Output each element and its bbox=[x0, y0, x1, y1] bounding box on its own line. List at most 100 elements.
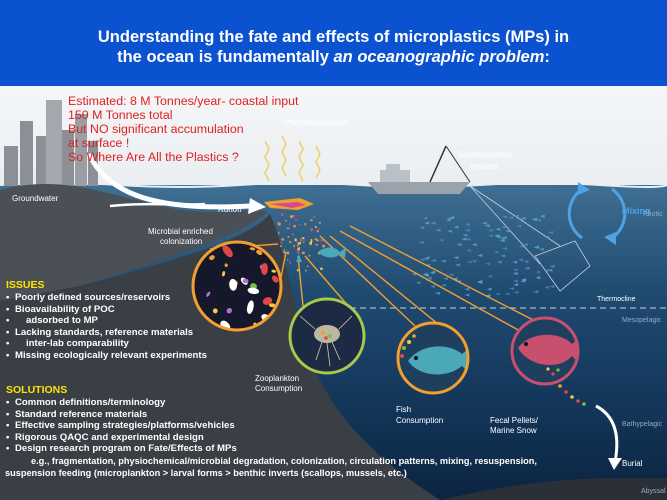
plastic-particle bbox=[296, 240, 298, 244]
plastic-particle bbox=[302, 239, 306, 241]
socioeconomic-label: Socioeconomic bbox=[458, 150, 513, 159]
callout-line: 150 M Tonnes total bbox=[68, 108, 173, 122]
sunlight-rays bbox=[264, 135, 321, 182]
schooling-fish bbox=[500, 254, 506, 258]
plastic-particle bbox=[278, 231, 280, 235]
schooling-fish bbox=[533, 245, 539, 249]
schooling-fish bbox=[488, 234, 494, 238]
plastic-particle bbox=[296, 269, 299, 272]
schooling-fish bbox=[429, 284, 435, 288]
solution-item: Design research program on Fate/Effects … bbox=[6, 443, 237, 455]
microbe bbox=[261, 263, 268, 275]
plastic-particle bbox=[297, 251, 300, 254]
schooling-fish bbox=[518, 244, 524, 248]
solution-item: Rigorous QAQC and experimental design bbox=[6, 432, 237, 444]
schooling-fish bbox=[430, 221, 436, 225]
schooling-fish bbox=[464, 223, 470, 226]
schooling-fish bbox=[440, 283, 446, 287]
schooling-fish bbox=[502, 247, 508, 250]
schooling-fish bbox=[494, 292, 500, 296]
microbe bbox=[262, 297, 273, 305]
schooling-fish bbox=[453, 256, 459, 260]
plastic-particle bbox=[286, 227, 290, 230]
plastic-particle bbox=[281, 238, 285, 241]
title-colon: : bbox=[544, 48, 550, 66]
plastic-particle bbox=[280, 241, 283, 244]
schooling-fish bbox=[465, 228, 470, 232]
photodegradation-label: Photodegradation bbox=[285, 118, 349, 127]
fish-label-1: Fish bbox=[396, 405, 412, 414]
schooling-fish bbox=[513, 283, 519, 287]
solutions-list: Common definitions/terminology Standard … bbox=[6, 397, 237, 455]
microbe bbox=[224, 263, 228, 267]
fish-school bbox=[411, 214, 555, 298]
issue-item: Bioavailability of POC bbox=[6, 304, 207, 316]
title-line-2: the ocean is fundamentally an oceanograp… bbox=[0, 48, 667, 67]
runoff-arrow bbox=[87, 153, 253, 210]
mixing-arrowhead-down bbox=[604, 232, 616, 245]
schooling-fish bbox=[536, 218, 542, 222]
schooling-fish bbox=[543, 268, 549, 272]
schooling-fish bbox=[464, 293, 470, 297]
plastic-particle bbox=[289, 223, 291, 226]
schooling-fish bbox=[471, 243, 477, 247]
schooling-fish bbox=[512, 279, 518, 283]
callout-line: at surface ! bbox=[68, 136, 130, 150]
schooling-fish bbox=[453, 225, 459, 229]
schooling-fish bbox=[443, 277, 448, 280]
schooling-fish bbox=[513, 214, 519, 218]
runoff-label: Runoff bbox=[218, 205, 242, 214]
schooling-fish bbox=[522, 243, 528, 247]
schooling-fish bbox=[521, 278, 527, 282]
schooling-fish bbox=[466, 260, 472, 264]
schooling-fish bbox=[547, 268, 553, 272]
schooling-fish bbox=[426, 276, 432, 280]
plastic-particle bbox=[283, 251, 286, 253]
coastal-land bbox=[0, 184, 268, 301]
schooling-fish bbox=[454, 263, 460, 267]
plastic-particle bbox=[289, 241, 292, 244]
fecal-label-1: Fecal Pellets/ bbox=[490, 416, 539, 425]
plastic-particle bbox=[320, 267, 323, 270]
plastic-particle bbox=[318, 222, 321, 224]
schooling-fish bbox=[517, 258, 523, 262]
plastic-particle bbox=[303, 241, 305, 243]
burial-arrowhead bbox=[608, 458, 622, 470]
plastic-particle bbox=[315, 226, 317, 228]
plastic-particle bbox=[318, 251, 320, 255]
schooling-fish bbox=[505, 229, 511, 233]
callout-line: Estimated: 8 M Tonnes/year- coastal inpu… bbox=[68, 94, 299, 108]
plastic-particle bbox=[280, 245, 282, 247]
schooling-fish bbox=[429, 271, 435, 275]
plastic-particle bbox=[287, 252, 290, 255]
thermocline-label: Thermocline bbox=[597, 296, 636, 303]
schooling-fish bbox=[485, 294, 491, 298]
plastic-particle bbox=[310, 228, 313, 232]
schooling-fish bbox=[538, 247, 544, 251]
schooling-fish bbox=[493, 250, 499, 254]
title-line-1: Understanding the fate and effects of mi… bbox=[97, 28, 570, 46]
microbe bbox=[268, 303, 276, 308]
plastic-particle bbox=[316, 239, 319, 242]
schooling-fish bbox=[422, 272, 428, 276]
issues-heading: ISSUES bbox=[6, 279, 45, 291]
plastic-particle bbox=[277, 222, 279, 224]
fish-consumption-inset bbox=[396, 321, 470, 395]
plastic-particle bbox=[305, 269, 307, 272]
schooling-fish bbox=[539, 214, 545, 218]
groundwater-label: Groundwater bbox=[12, 194, 59, 203]
schooling-fish bbox=[486, 287, 492, 291]
schooling-fish bbox=[485, 262, 491, 266]
schooling-fish bbox=[484, 224, 490, 228]
microbe bbox=[206, 291, 211, 297]
schooling-fish bbox=[523, 260, 529, 264]
schooling-fish bbox=[549, 264, 555, 268]
photic-zone-label: Photic bbox=[643, 211, 663, 218]
microbial-label-2: colonization bbox=[160, 237, 203, 246]
schooling-fish bbox=[495, 227, 501, 231]
plastic-particle bbox=[313, 216, 315, 218]
fecal-pellets-inset bbox=[510, 316, 580, 386]
plastic-particle bbox=[293, 224, 296, 228]
plastic-particle bbox=[320, 239, 324, 242]
plastic-particle bbox=[297, 248, 300, 251]
